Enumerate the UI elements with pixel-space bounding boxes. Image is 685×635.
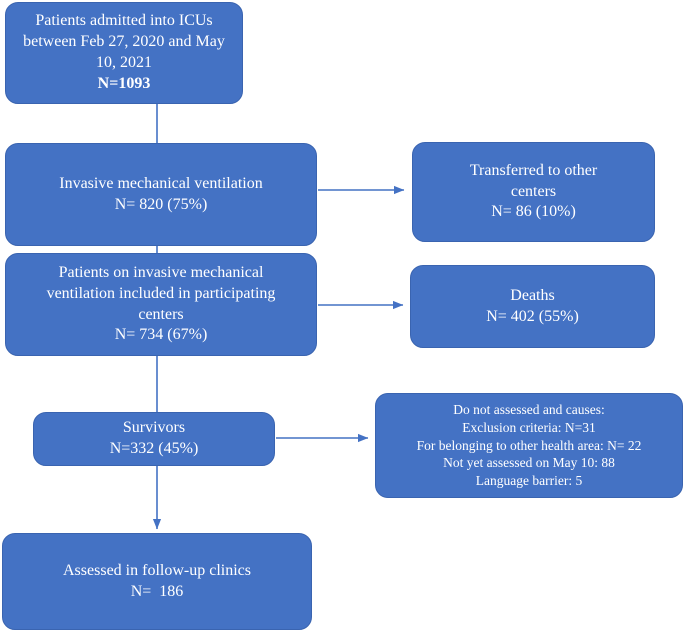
included-in-participating-centers-box[interactable]: Patients on invasive mechanical ventilat… — [5, 253, 317, 356]
not-assessed-cause-not-yet-assessed: Not yet assessed on May 10: 88 — [443, 455, 615, 471]
icu-admissions-line-2: between Feb 27, 2020 and May — [23, 33, 225, 51]
included-label-line-3: centers — [138, 305, 184, 323]
assessed-followup-label: Assessed in follow-up clinics — [63, 561, 251, 579]
included-count: N= 734 (67%) — [114, 326, 208, 344]
not-assessed-causes-box[interactable]: Do not assessed and causes: Exclusion cr… — [375, 393, 683, 498]
invasive-mechanical-ventilation-box[interactable]: Invasive mechanical ventilation N= 820 (… — [5, 143, 317, 246]
not-assessed-cause-other-health-area: For belonging to other health area: N= 2… — [416, 437, 642, 453]
icu-admissions-line-3: 10, 2021 — [96, 54, 152, 71]
survivors-box[interactable]: Survivors N=332 (45%) — [33, 412, 275, 466]
transferred-label-line-1: Transferred to other — [469, 161, 598, 179]
invasive-ventilation-count: N= 820 (75%) — [114, 195, 208, 213]
included-label-line-2: ventilation included in participating — [46, 284, 276, 302]
icu-admissions-box[interactable]: Patients admitted into ICUs between Feb … — [5, 2, 243, 104]
not-assessed-cause-exclusion-criteria: Exclusion criteria: N=31 — [462, 419, 596, 435]
deaths-box[interactable]: Deaths N= 402 (55%) — [410, 265, 655, 348]
survivors-label: Survivors — [122, 419, 186, 437]
survivors-count: N=332 (45%) — [109, 440, 199, 457]
icu-admissions-count: N=1093 — [97, 74, 151, 92]
deaths-count: N= 402 (55%) — [486, 307, 579, 325]
transferred-label-line-2: centers — [510, 182, 557, 200]
assessed-in-follow-up-clinics-box[interactable]: Assessed in follow-up clinics N= 186 — [2, 533, 312, 630]
transferred-count: N= 86 (10%) — [491, 203, 576, 221]
assessed-followup-count: N= 186 — [130, 582, 184, 600]
deaths-label: Deaths — [510, 286, 555, 304]
included-label-line-1: Patients on invasive mechanical — [58, 263, 264, 281]
transferred-to-other-centers-box[interactable]: Transferred to other centers N= 86 (10%) — [412, 142, 655, 242]
icu-admissions-line-1: Patients admitted into ICUs — [35, 12, 213, 30]
not-assessed-cause-language-barrier: Language barrier: 5 — [475, 473, 583, 489]
not-assessed-heading: Do not assessed and causes: — [453, 401, 605, 417]
invasive-ventilation-label: Invasive mechanical ventilation — [59, 174, 263, 192]
